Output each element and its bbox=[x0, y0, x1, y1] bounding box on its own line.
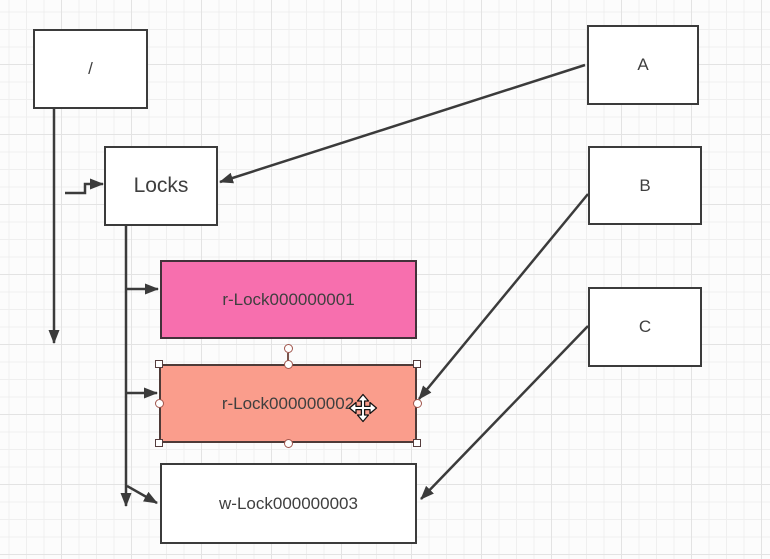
resize-handle-n[interactable] bbox=[284, 360, 293, 369]
edge-b-to-r-lock-2[interactable] bbox=[418, 193, 589, 400]
edge-to-w-lock-3[interactable] bbox=[126, 484, 158, 505]
resize-handle-s[interactable] bbox=[284, 439, 293, 448]
resize-handle-e[interactable] bbox=[413, 399, 422, 408]
edge-c-to-w-lock-3[interactable] bbox=[420, 325, 589, 500]
rotate-handle[interactable] bbox=[284, 344, 293, 353]
node-client-b[interactable]: B bbox=[588, 146, 702, 225]
rotate-handle-stem bbox=[287, 353, 289, 361]
node-client-c-label: C bbox=[638, 317, 652, 336]
node-locks-label: Locks bbox=[133, 174, 189, 197]
resize-handle-nw[interactable] bbox=[155, 360, 163, 368]
node-client-c[interactable]: C bbox=[588, 287, 702, 367]
resize-handle-se[interactable] bbox=[413, 439, 421, 447]
node-r-lock-2-label: r-Lock000000002 bbox=[221, 393, 355, 413]
node-client-a[interactable]: A bbox=[587, 25, 699, 105]
node-locks[interactable]: Locks bbox=[104, 146, 218, 226]
node-r-lock-1-label: r-Lock000000001 bbox=[222, 289, 355, 309]
node-root[interactable]: / bbox=[33, 29, 148, 109]
edge-a-to-locks[interactable] bbox=[219, 63, 586, 184]
node-w-lock-3-label: w-Lock000000003 bbox=[219, 493, 358, 513]
node-r-lock-1[interactable]: r-Lock000000001 bbox=[160, 260, 417, 339]
node-client-a-label: A bbox=[637, 55, 649, 74]
resize-handle-ne[interactable] bbox=[413, 360, 421, 368]
edge-into-locks-left[interactable] bbox=[65, 178, 104, 195]
move-cursor-icon bbox=[348, 393, 378, 423]
node-client-b-label: B bbox=[639, 175, 651, 195]
resize-handle-w[interactable] bbox=[155, 399, 164, 408]
node-w-lock-3[interactable]: w-Lock000000003 bbox=[160, 463, 417, 544]
resize-handle-sw[interactable] bbox=[155, 439, 163, 447]
node-root-label: / bbox=[88, 59, 93, 78]
